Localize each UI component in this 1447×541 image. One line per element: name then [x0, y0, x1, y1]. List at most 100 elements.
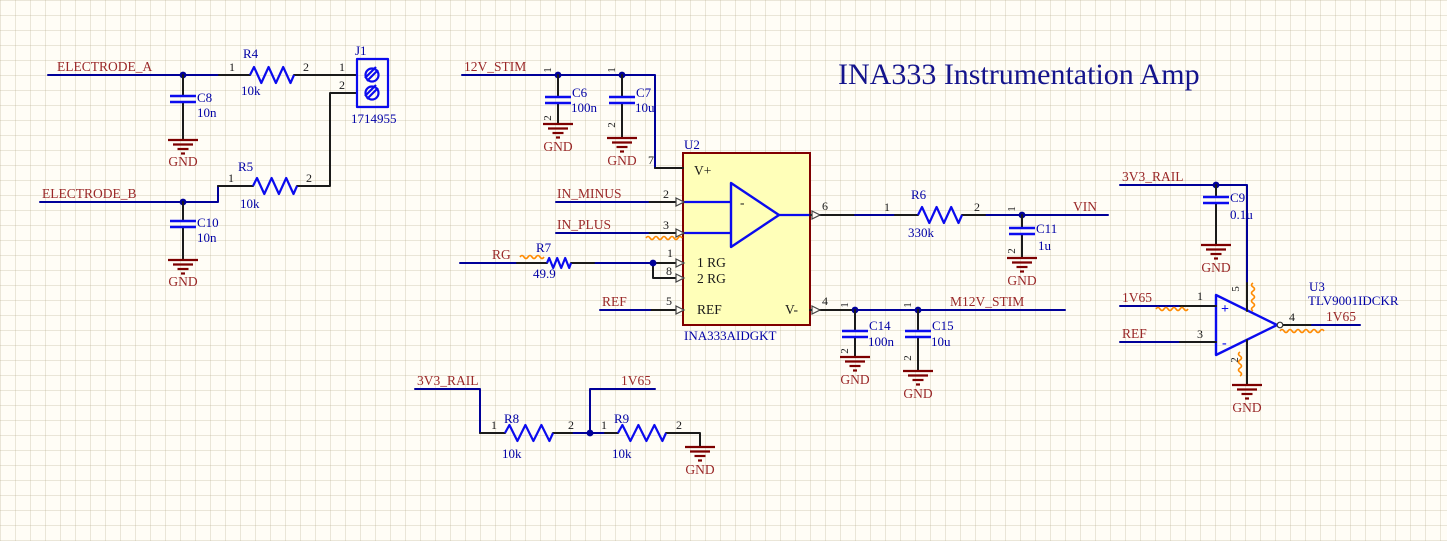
value: 330k	[908, 225, 935, 240]
pin-number-3: 3	[663, 218, 669, 232]
net-vin[interactable]: VIN	[854, 199, 1109, 219]
net-1v65-divider[interactable]: 1V65	[571, 373, 656, 437]
pin-number: 2	[606, 122, 618, 128]
value: 10n	[197, 230, 217, 245]
gnd-port-c7[interactable]: GND	[605, 136, 639, 168]
pin-number: 2	[306, 171, 312, 185]
net-label-in-minus: IN_MINUS	[557, 186, 622, 201]
cap-body	[607, 95, 637, 105]
pin-number-2: 2	[663, 187, 669, 201]
component-c15[interactable]: C15 10u 1 2	[902, 302, 954, 372]
output-pin-dot	[1276, 321, 1284, 329]
value: 10k	[241, 83, 261, 98]
pin-number: 1	[601, 418, 607, 432]
component-u2[interactable]: - U2 INA333AIDGKT V+ 1 RG 2 RG REF V- 7 …	[645, 137, 856, 343]
compile-warning-squiggle	[1279, 328, 1325, 334]
pin-number: 1	[606, 67, 618, 73]
pin-number-2: 2	[1229, 357, 1241, 363]
gnd-port-r9[interactable]: GND	[683, 445, 717, 477]
net-m12v-stim[interactable]: M12V_STIM	[851, 294, 1066, 314]
gnd-port-c11[interactable]: GND	[1005, 256, 1039, 288]
gnd-port-c15[interactable]: GND	[901, 369, 935, 401]
gnd-port-u3[interactable]: GND	[1230, 383, 1264, 415]
pin-number: 2	[542, 115, 554, 121]
compile-warning-squiggle	[1250, 282, 1256, 312]
pin-number: 2	[568, 418, 574, 432]
component-c6[interactable]: C6 100n 1 2	[542, 67, 598, 125]
gnd-label: GND	[1201, 260, 1230, 275]
screw-slot-icon	[364, 84, 379, 100]
component-r7[interactable]: R7 49.9	[516, 240, 595, 281]
pin-number-5: 5	[1230, 286, 1242, 292]
value: 1714955	[351, 111, 397, 126]
net-in-plus[interactable]: IN_PLUS	[555, 217, 649, 234]
gnd-port-c9[interactable]: GND	[1199, 243, 1233, 275]
compile-warning-squiggle	[645, 235, 683, 241]
gnd-port-c8[interactable]: GND	[166, 138, 200, 169]
pin-name-ref: REF	[697, 302, 722, 317]
cap-body	[543, 95, 573, 105]
net-ref-u2[interactable]: REF	[599, 294, 651, 311]
gnd-symbol	[166, 258, 200, 275]
pin-number: 1	[339, 60, 345, 74]
pin-number-1: 1	[1197, 289, 1203, 303]
net-rg[interactable]: RG	[459, 247, 654, 264]
pin-number: 1	[839, 302, 851, 308]
value: 10n	[197, 105, 217, 120]
value: 100n	[571, 100, 598, 115]
component-j1[interactable]: J1 1714955 1 2	[339, 43, 397, 126]
pin-number: 2	[839, 348, 851, 354]
minus-input-mark: -	[1222, 336, 1227, 351]
component-u3[interactable]: + - U3 TLV9001IDCKR 1 3 4 5 2	[1155, 279, 1399, 386]
net-3v3-rail-right[interactable]: 3V3_RAIL	[1119, 169, 1248, 284]
component-c9[interactable]: C9 0.1u	[1201, 184, 1253, 246]
value: 10k	[502, 446, 522, 461]
wire	[414, 388, 481, 434]
cap-body	[168, 219, 198, 229]
net-ref-u3-in[interactable]: REF	[1119, 326, 1181, 343]
component-r8[interactable]: R8 10k 1 2	[479, 411, 574, 461]
component-c10[interactable]: C10 10n	[168, 201, 219, 261]
component-r5[interactable]: R5 10k 1 2	[217, 92, 358, 211]
component-c7[interactable]: C7 10u 1 2	[606, 67, 655, 139]
gnd-symbol	[541, 122, 575, 139]
sheet-title: INA333 Instrumentation Amp	[838, 58, 1200, 91]
opamp-triangle-icon	[729, 181, 781, 249]
value: INA333AIDGKT	[684, 328, 776, 343]
net-in-minus[interactable]: IN_MINUS	[555, 186, 649, 203]
net-label-vin: VIN	[1073, 199, 1097, 214]
component-r9[interactable]: R9 10k 1 2	[601, 411, 701, 461]
value: 100n	[868, 334, 895, 349]
pin-number: 1	[229, 60, 235, 74]
component-c14[interactable]: C14 100n 1 2	[839, 302, 895, 358]
pin-number-4: 4	[822, 294, 828, 308]
net-label-3v3-rail: 3V3_RAIL	[417, 373, 479, 388]
net-electrode-b[interactable]: ELECTRODE_B	[39, 185, 219, 206]
net-3v3-rail-left[interactable]: 3V3_RAIL	[414, 373, 481, 434]
pin-number-6: 6	[822, 199, 828, 213]
pin-name-rg2: 2 RG	[697, 271, 726, 286]
gnd-symbol	[166, 138, 200, 155]
gnd-port-c14[interactable]: GND	[838, 355, 872, 387]
net-electrode-a[interactable]: ELECTRODE_A	[47, 59, 220, 79]
gnd-label: GND	[607, 153, 636, 168]
gnd-port-c10[interactable]: GND	[166, 258, 200, 289]
net-1v65-u3-out[interactable]: 1V65	[1311, 309, 1361, 326]
designator: U2	[684, 137, 700, 152]
component-c11[interactable]: C11 1u 1 2	[1006, 206, 1057, 259]
designator: C14	[869, 318, 891, 333]
screw-terminal-icon	[364, 85, 380, 101]
resistor-leads	[217, 92, 358, 187]
component-c8[interactable]: C8 10n	[168, 74, 217, 141]
designator: C15	[932, 318, 954, 333]
net-1v65-u3-in[interactable]: 1V65	[1119, 290, 1181, 307]
designator: R5	[238, 159, 253, 174]
cap-body	[840, 329, 870, 339]
junction-dot	[586, 429, 594, 437]
net-label-3v3-rail: 3V3_RAIL	[1122, 169, 1184, 184]
screw-terminal-icon	[364, 67, 380, 83]
gnd-port-c6[interactable]: GND	[541, 122, 575, 154]
component-r6[interactable]: R6 330k 1 2	[884, 187, 986, 240]
component-r4[interactable]: R4 10k 1 2	[218, 46, 358, 98]
compile-warning-squiggle	[1155, 306, 1189, 312]
